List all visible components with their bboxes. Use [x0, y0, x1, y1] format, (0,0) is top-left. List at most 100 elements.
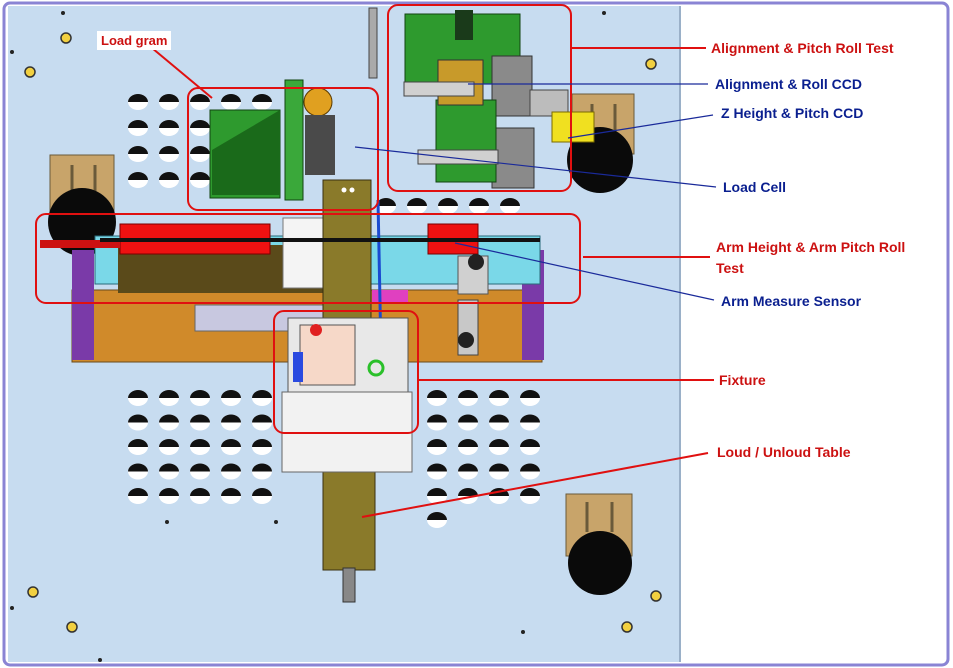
perforation-hole-shadow [221, 488, 241, 496]
mount-hole [66, 621, 78, 633]
perforation-hole-shadow [469, 198, 489, 206]
leader-z-height-ccd [567, 114, 714, 139]
perforation-hole-shadow [128, 488, 148, 496]
perforation-hole-shadow [489, 463, 509, 472]
silver-tube [403, 81, 475, 97]
table-rod [342, 567, 356, 603]
perforation-hole-shadow [159, 414, 179, 423]
plate-dot [602, 11, 606, 15]
perforation-hole-shadow [489, 414, 509, 423]
green-column [284, 79, 304, 201]
plate-dot [165, 520, 169, 524]
perforation-hole-shadow [190, 94, 210, 102]
bore [568, 531, 632, 595]
perforation-hole-shadow [427, 512, 447, 520]
mount-hole [27, 586, 39, 598]
mount-hole [650, 590, 662, 602]
black-band [100, 238, 540, 242]
perforation-hole-shadow [128, 146, 148, 154]
bracket-right-bottom [565, 493, 633, 595]
perforation-hole-shadow [190, 488, 210, 496]
arm-bolt [349, 187, 355, 193]
perforation-hole-shadow [252, 439, 272, 447]
perforation-hole-shadow [427, 439, 447, 447]
vertical-rod [368, 7, 378, 79]
perforation-hole-shadow [159, 463, 179, 472]
perforation-hole-shadow [190, 120, 210, 128]
perforation-hole-shadow [190, 463, 210, 472]
perforation-hole-shadow [520, 414, 540, 423]
perforation-hole-shadow [520, 488, 540, 496]
perforation-hole-shadow [128, 439, 148, 447]
purple-stand-left [72, 250, 94, 360]
perforation-hole-shadow [128, 390, 148, 398]
plate-dot [10, 606, 14, 610]
label-load-cell: Load Cell [723, 179, 787, 195]
perforation-hole-shadow [159, 146, 179, 154]
label-arm-height-line2: Test [716, 260, 744, 276]
bracket-right-top [567, 93, 635, 193]
fixture-board [299, 324, 356, 386]
fixture-green-part [367, 359, 385, 377]
perforation-hole-shadow [159, 172, 179, 180]
plate-dot [98, 658, 102, 662]
perforation-hole-shadow [407, 198, 427, 206]
perforation-hole-shadow [159, 488, 179, 496]
label-arm-height-line1: Arm Height & Arm Pitch Roll [716, 239, 906, 255]
label-load-gram: Load gram [97, 31, 172, 50]
perforation-hole-shadow [159, 390, 179, 398]
perforation-hole-shadow [520, 463, 540, 472]
perforation-hole-shadow [500, 198, 520, 206]
perforation-hole-shadow [128, 463, 148, 472]
label-alignment-pitch-roll-test: Alignment & Pitch Roll Test [711, 40, 894, 56]
leader-lines-blue [354, 83, 717, 301]
leader-arm-sensor [454, 242, 715, 301]
perforation-hole-shadow [221, 463, 241, 472]
post-cap [468, 254, 484, 270]
perforation-hole-shadow [190, 439, 210, 447]
perforation-hole-shadow [376, 198, 396, 206]
perforation-hole-shadow [190, 172, 210, 180]
perforation-hole-shadow [458, 488, 478, 496]
callout-box-fixture [273, 310, 419, 434]
callout-box-arm-height [35, 213, 581, 304]
leader-table [361, 452, 709, 518]
perforation-hole-shadow [159, 120, 179, 128]
perforation-hole-shadow [489, 390, 509, 398]
red-bracket-left [40, 240, 120, 248]
perforation-hole-shadow [190, 414, 210, 423]
perforation-hole-shadow [128, 94, 148, 102]
load-gram-weight [303, 87, 333, 117]
perforation-hole-shadow [427, 463, 447, 472]
perforation-hole-shadow [252, 94, 272, 102]
mount-hole [645, 58, 657, 70]
label-z-height-pitch-ccd: Z Height & Pitch CCD [721, 105, 864, 121]
perforation-hole-shadow [458, 414, 478, 423]
perforation-hole-shadow [252, 463, 272, 472]
perforation-hole-shadow [458, 439, 478, 447]
perforation-hole-shadow [427, 414, 447, 423]
label-arm-measure-sensor: Arm Measure Sensor [721, 293, 862, 309]
ccd-housing [491, 55, 533, 117]
small-dots [10, 11, 606, 662]
perforation-hole-shadow [159, 439, 179, 447]
mount-hole [24, 66, 36, 78]
leader-load-gram [151, 47, 213, 99]
perforation-hole-shadow [252, 488, 272, 496]
callout-box-alignment [387, 4, 572, 192]
plate-dot [274, 520, 278, 524]
fixture-blue-part [293, 352, 303, 382]
dark-motor [455, 10, 473, 40]
perforation-hole-shadow [221, 94, 241, 102]
perforation-hole-shadow [221, 439, 241, 447]
perforation-hole-shadow [458, 390, 478, 398]
perforation-hole-shadow [128, 172, 148, 180]
perforation-grid [128, 94, 540, 528]
perforation-hole-shadow [438, 198, 458, 206]
perforation-hole-shadow [128, 120, 148, 128]
perforation-hole-shadow [128, 414, 148, 423]
load-gram-mechanism [305, 115, 335, 175]
perforation-hole-shadow [221, 414, 241, 423]
